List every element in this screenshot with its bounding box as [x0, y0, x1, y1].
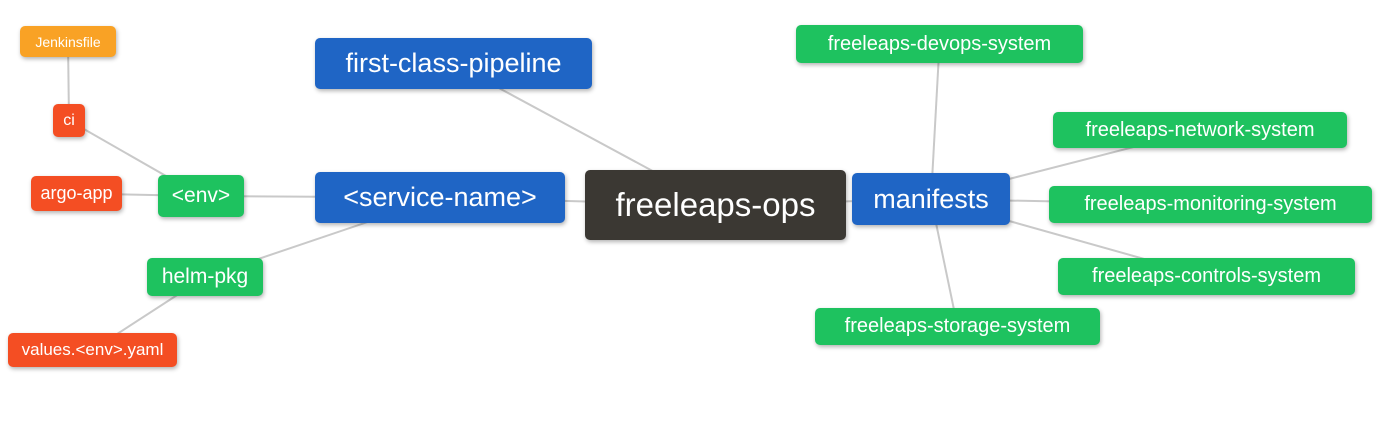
node-freeleaps-network-system-label: freeleaps-network-system: [1085, 118, 1315, 141]
node-ci-label: ci: [63, 111, 75, 129]
node-service-name[interactable]: <service-name>: [315, 172, 565, 223]
node-freeleaps-controls-system[interactable]: freeleaps-controls-system: [1058, 258, 1355, 295]
node-env[interactable]: <env>: [158, 175, 244, 217]
node-helm-pkg-label: helm-pkg: [161, 265, 249, 288]
node-helm-pkg[interactable]: helm-pkg: [147, 258, 263, 296]
node-env-label: <env>: [171, 184, 231, 207]
node-freeleaps-ops-label: freeleaps-ops: [615, 186, 816, 223]
node-first-class-pipeline-label: first-class-pipeline: [345, 48, 562, 78]
node-values-env-yaml[interactable]: values.<env>.yaml: [8, 333, 177, 367]
node-freeleaps-storage-system[interactable]: freeleaps-storage-system: [815, 308, 1100, 345]
node-freeleaps-controls-system-label: freeleaps-controls-system: [1092, 265, 1321, 287]
node-service-name-label: <service-name>: [343, 182, 537, 212]
node-ci[interactable]: ci: [53, 104, 85, 137]
node-freeleaps-devops-system-label: freeleaps-devops-system: [827, 32, 1052, 55]
node-freeleaps-monitoring-system-label: freeleaps-monitoring-system: [1084, 193, 1337, 215]
node-argo-app-label: argo-app: [40, 183, 113, 203]
node-values-env-yaml-label: values.<env>.yaml: [21, 340, 164, 359]
node-jenkinsfile[interactable]: Jenkinsfile: [20, 26, 116, 57]
node-freeleaps-devops-system[interactable]: freeleaps-devops-system: [796, 25, 1083, 63]
node-first-class-pipeline[interactable]: first-class-pipeline: [315, 38, 592, 89]
node-argo-app[interactable]: argo-app: [31, 176, 122, 211]
node-freeleaps-network-system[interactable]: freeleaps-network-system: [1053, 112, 1347, 148]
node-manifests[interactable]: manifests: [852, 173, 1010, 225]
node-freeleaps-storage-system-label: freeleaps-storage-system: [844, 315, 1071, 337]
node-freeleaps-monitoring-system[interactable]: freeleaps-monitoring-system: [1049, 186, 1372, 223]
node-freeleaps-ops[interactable]: freeleaps-ops: [585, 170, 846, 240]
node-manifests-label: manifests: [873, 183, 989, 214]
node-jenkinsfile-label: Jenkinsfile: [35, 33, 101, 50]
